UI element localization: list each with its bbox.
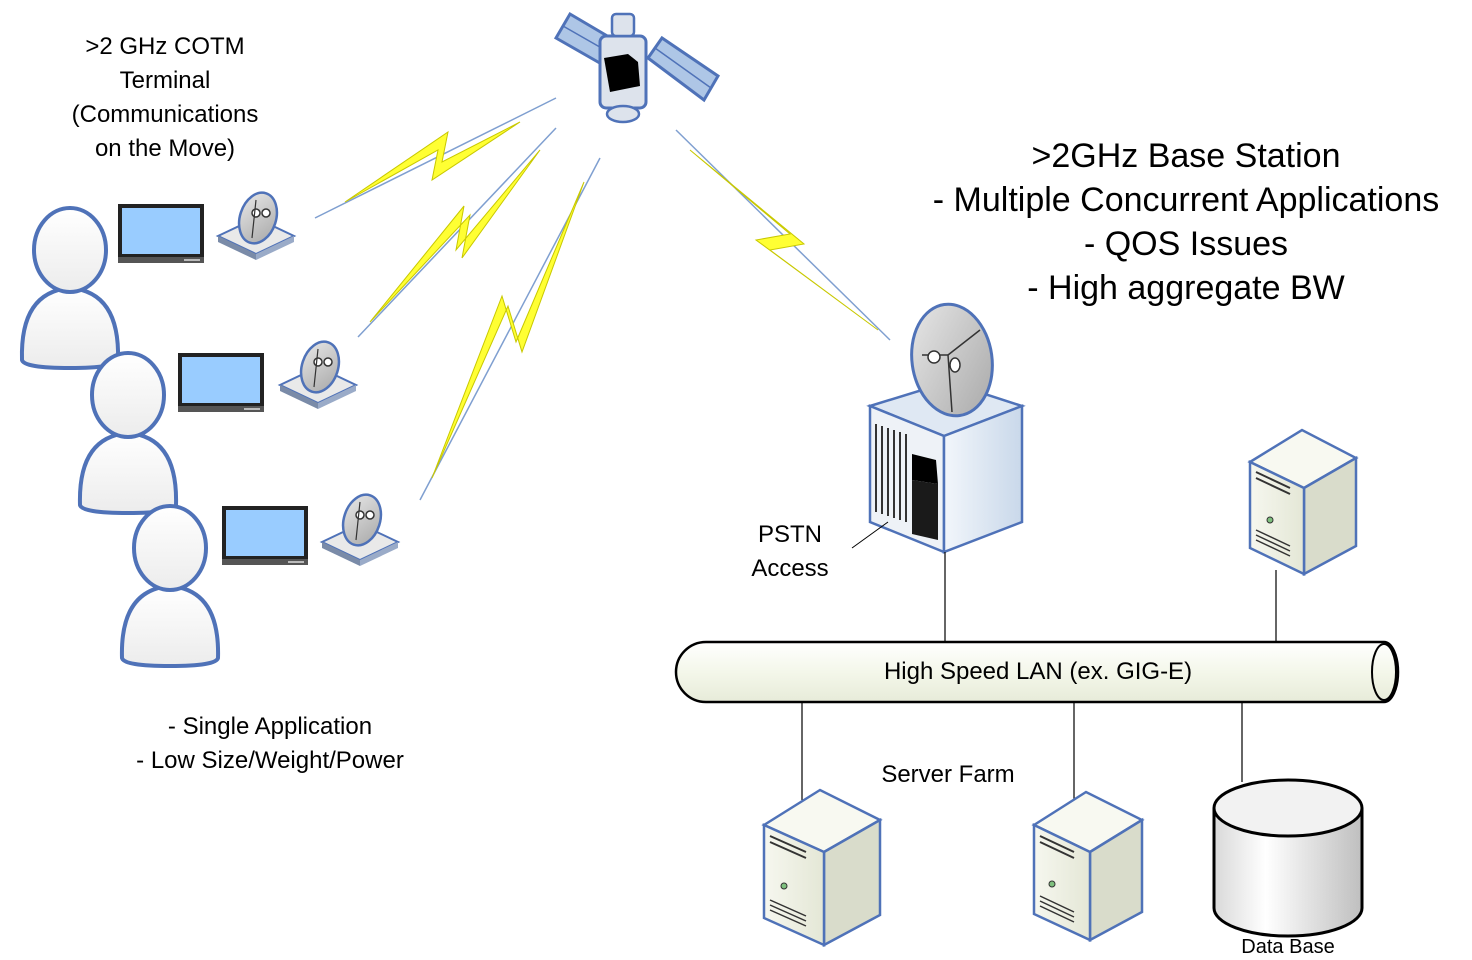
terminal-title: >2 GHz COTM Terminal (Communications on … [40,30,290,166]
pstn-line: Access [751,555,829,582]
satellite-link-base-station [675,129,891,341]
lan-label: High Speed LAN (ex. GIG-E) [883,658,1193,685]
satellite-dish-icon [215,191,297,260]
pstn-label: PSTN Access [730,518,850,586]
terminal-title-line: (Communications [71,101,259,128]
pstn-line: PSTN [757,521,822,548]
terminal-feature: - Low Size/Weight/Power [136,747,404,774]
terminal-2 [178,340,359,412]
terminal-title-line: on the Move) [94,135,236,162]
satellite-dish-icon [277,340,359,409]
database-icon [1212,778,1364,938]
terminal-3 [222,493,401,566]
monitor-icon [118,204,204,263]
server-icon [1031,790,1145,943]
base-station-line: - QOS Issues [1083,225,1289,263]
terminal-1 [118,191,297,263]
terminal-title-line: Terminal [119,67,211,94]
base-station-icon [866,302,1026,554]
base-station-line: - Multiple Concurrent Applications [932,181,1440,219]
server-farm-label: Server Farm [881,761,1015,788]
user-icon [119,504,221,669]
monitor-icon [178,353,264,412]
terminal-title-line: >2 GHz COTM [85,33,245,60]
server-icon [1247,428,1359,577]
user-icon [77,351,179,516]
monitor-icon [222,506,308,565]
base-station-line: >2GHz Base Station [1031,137,1341,175]
base-station-line: - High aggregate BW [1027,269,1345,307]
satellite-link-terminal-2 [357,127,557,338]
terminal-features: - Single Application - Low Size/Weight/P… [60,710,480,778]
satellite-icon [553,11,721,124]
server-icon [761,788,883,948]
satellite-link-terminal-1 [314,97,557,219]
pstn-leader-line [851,521,889,549]
user-icon [19,206,121,371]
lan-pipe [674,640,1400,704]
database-label: Data Base [1241,936,1335,958]
terminal-feature: - Single Application [167,713,373,740]
base-station-notes: >2GHz Base Station - Multiple Concurrent… [900,134,1472,310]
satellite-dish-icon [319,493,401,566]
satellite-link-terminal-3 [419,157,601,501]
